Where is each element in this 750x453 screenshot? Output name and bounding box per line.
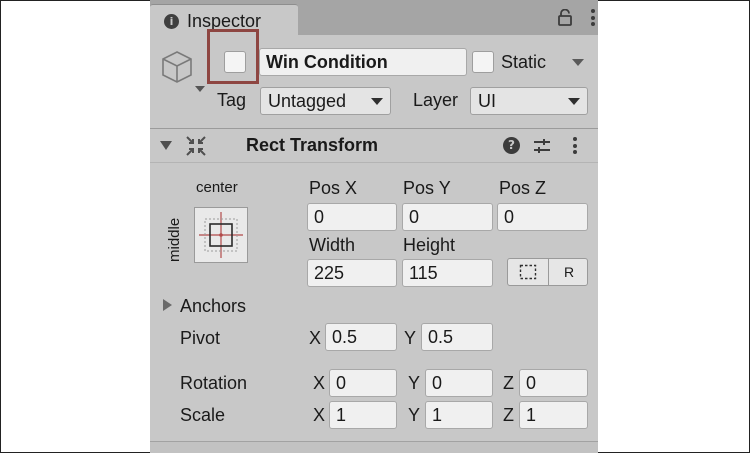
scale-y-label: Y [408,405,421,425]
next-component-header [150,441,598,453]
component-menu-icon[interactable] [572,137,577,154]
rotation-y-label: Y [408,373,421,393]
anchor-vertical-label: middle [166,217,183,262]
rotation-x-field[interactable]: 0 [329,369,397,397]
icon-dropdown-caret-icon[interactable] [195,86,205,92]
pos-x-field[interactable]: 0 [307,203,397,231]
anchor-preset-center-icon [199,212,243,258]
presets-sliders-icon[interactable] [533,137,551,155]
tab-menu-icon[interactable] [590,9,595,26]
height-field[interactable]: 115 [402,259,493,287]
pos-x-label: Pos X [309,178,358,198]
pivot-y-label: Y [404,328,417,348]
raw-edit-button[interactable]: R [563,264,575,280]
gameobject-cube-icon[interactable] [160,50,194,84]
scale-z-field[interactable]: 1 [519,401,588,429]
layer-value: UI [478,91,496,111]
pos-z-label: Pos Z [499,178,547,198]
info-icon: i [164,14,179,29]
anchors-label[interactable]: Anchors [180,296,247,316]
rotation-label: Rotation [180,373,248,393]
divider [150,128,598,129]
edit-mode-buttons: R [507,258,588,286]
pos-y-label: Pos Y [403,178,451,198]
scale-z-label: Z [503,405,514,425]
divider [150,162,598,163]
pos-z-field[interactable]: 0 [497,203,588,231]
rotation-z-field[interactable]: 0 [519,369,588,397]
pivot-x-label: X [309,328,322,348]
chevron-down-icon [568,98,580,105]
tag-value: Untagged [268,91,347,111]
active-checkbox[interactable] [224,51,246,73]
scale-x-field[interactable]: 1 [329,401,397,429]
tag-label: Tag [217,90,247,110]
static-label: Static [501,52,547,72]
static-checkbox[interactable] [472,51,494,73]
scale-x-label: X [313,405,326,425]
help-icon[interactable]: ? [503,137,520,154]
width-label: Width [309,235,356,255]
pivot-label: Pivot [180,328,221,348]
anchors-foldout-icon[interactable] [163,299,172,311]
anchor-horizontal-label: center [196,179,238,196]
rect-transform-icon [186,136,206,156]
tab-title: Inspector [187,11,262,31]
scale-label: Scale [180,405,226,425]
height-label: Height [403,235,456,255]
tag-dropdown[interactable]: Untagged [260,87,391,115]
layer-dropdown[interactable]: UI [470,87,588,115]
blueprint-mode-button[interactable] [508,259,549,285]
anchor-presets-button[interactable] [194,207,248,263]
lock-icon[interactable] [558,9,572,26]
width-field[interactable]: 225 [307,259,397,287]
pivot-y-field[interactable]: 0.5 [421,323,493,351]
active-checkbox-highlight [207,29,259,84]
rotation-y-field[interactable]: 0 [425,369,493,397]
pivot-x-field[interactable]: 0.5 [325,323,397,351]
static-dropdown-icon[interactable] [572,59,584,66]
inspector-panel: i Inspector Win Condition Static Tag Unt… [150,0,598,453]
rotation-x-label: X [313,373,326,393]
pos-y-field[interactable]: 0 [402,203,493,231]
scale-y-field[interactable]: 1 [425,401,493,429]
blueprint-dashed-rect-icon [519,264,537,280]
layer-label: Layer [413,90,459,110]
rotation-z-label: Z [503,373,514,393]
rect-transform-header[interactable]: Rect Transform [150,130,598,162]
gameobject-name-field[interactable]: Win Condition [259,48,467,76]
component-title: Rect Transform [246,135,379,155]
foldout-arrow-icon[interactable] [160,141,172,150]
chevron-down-icon [371,98,383,105]
